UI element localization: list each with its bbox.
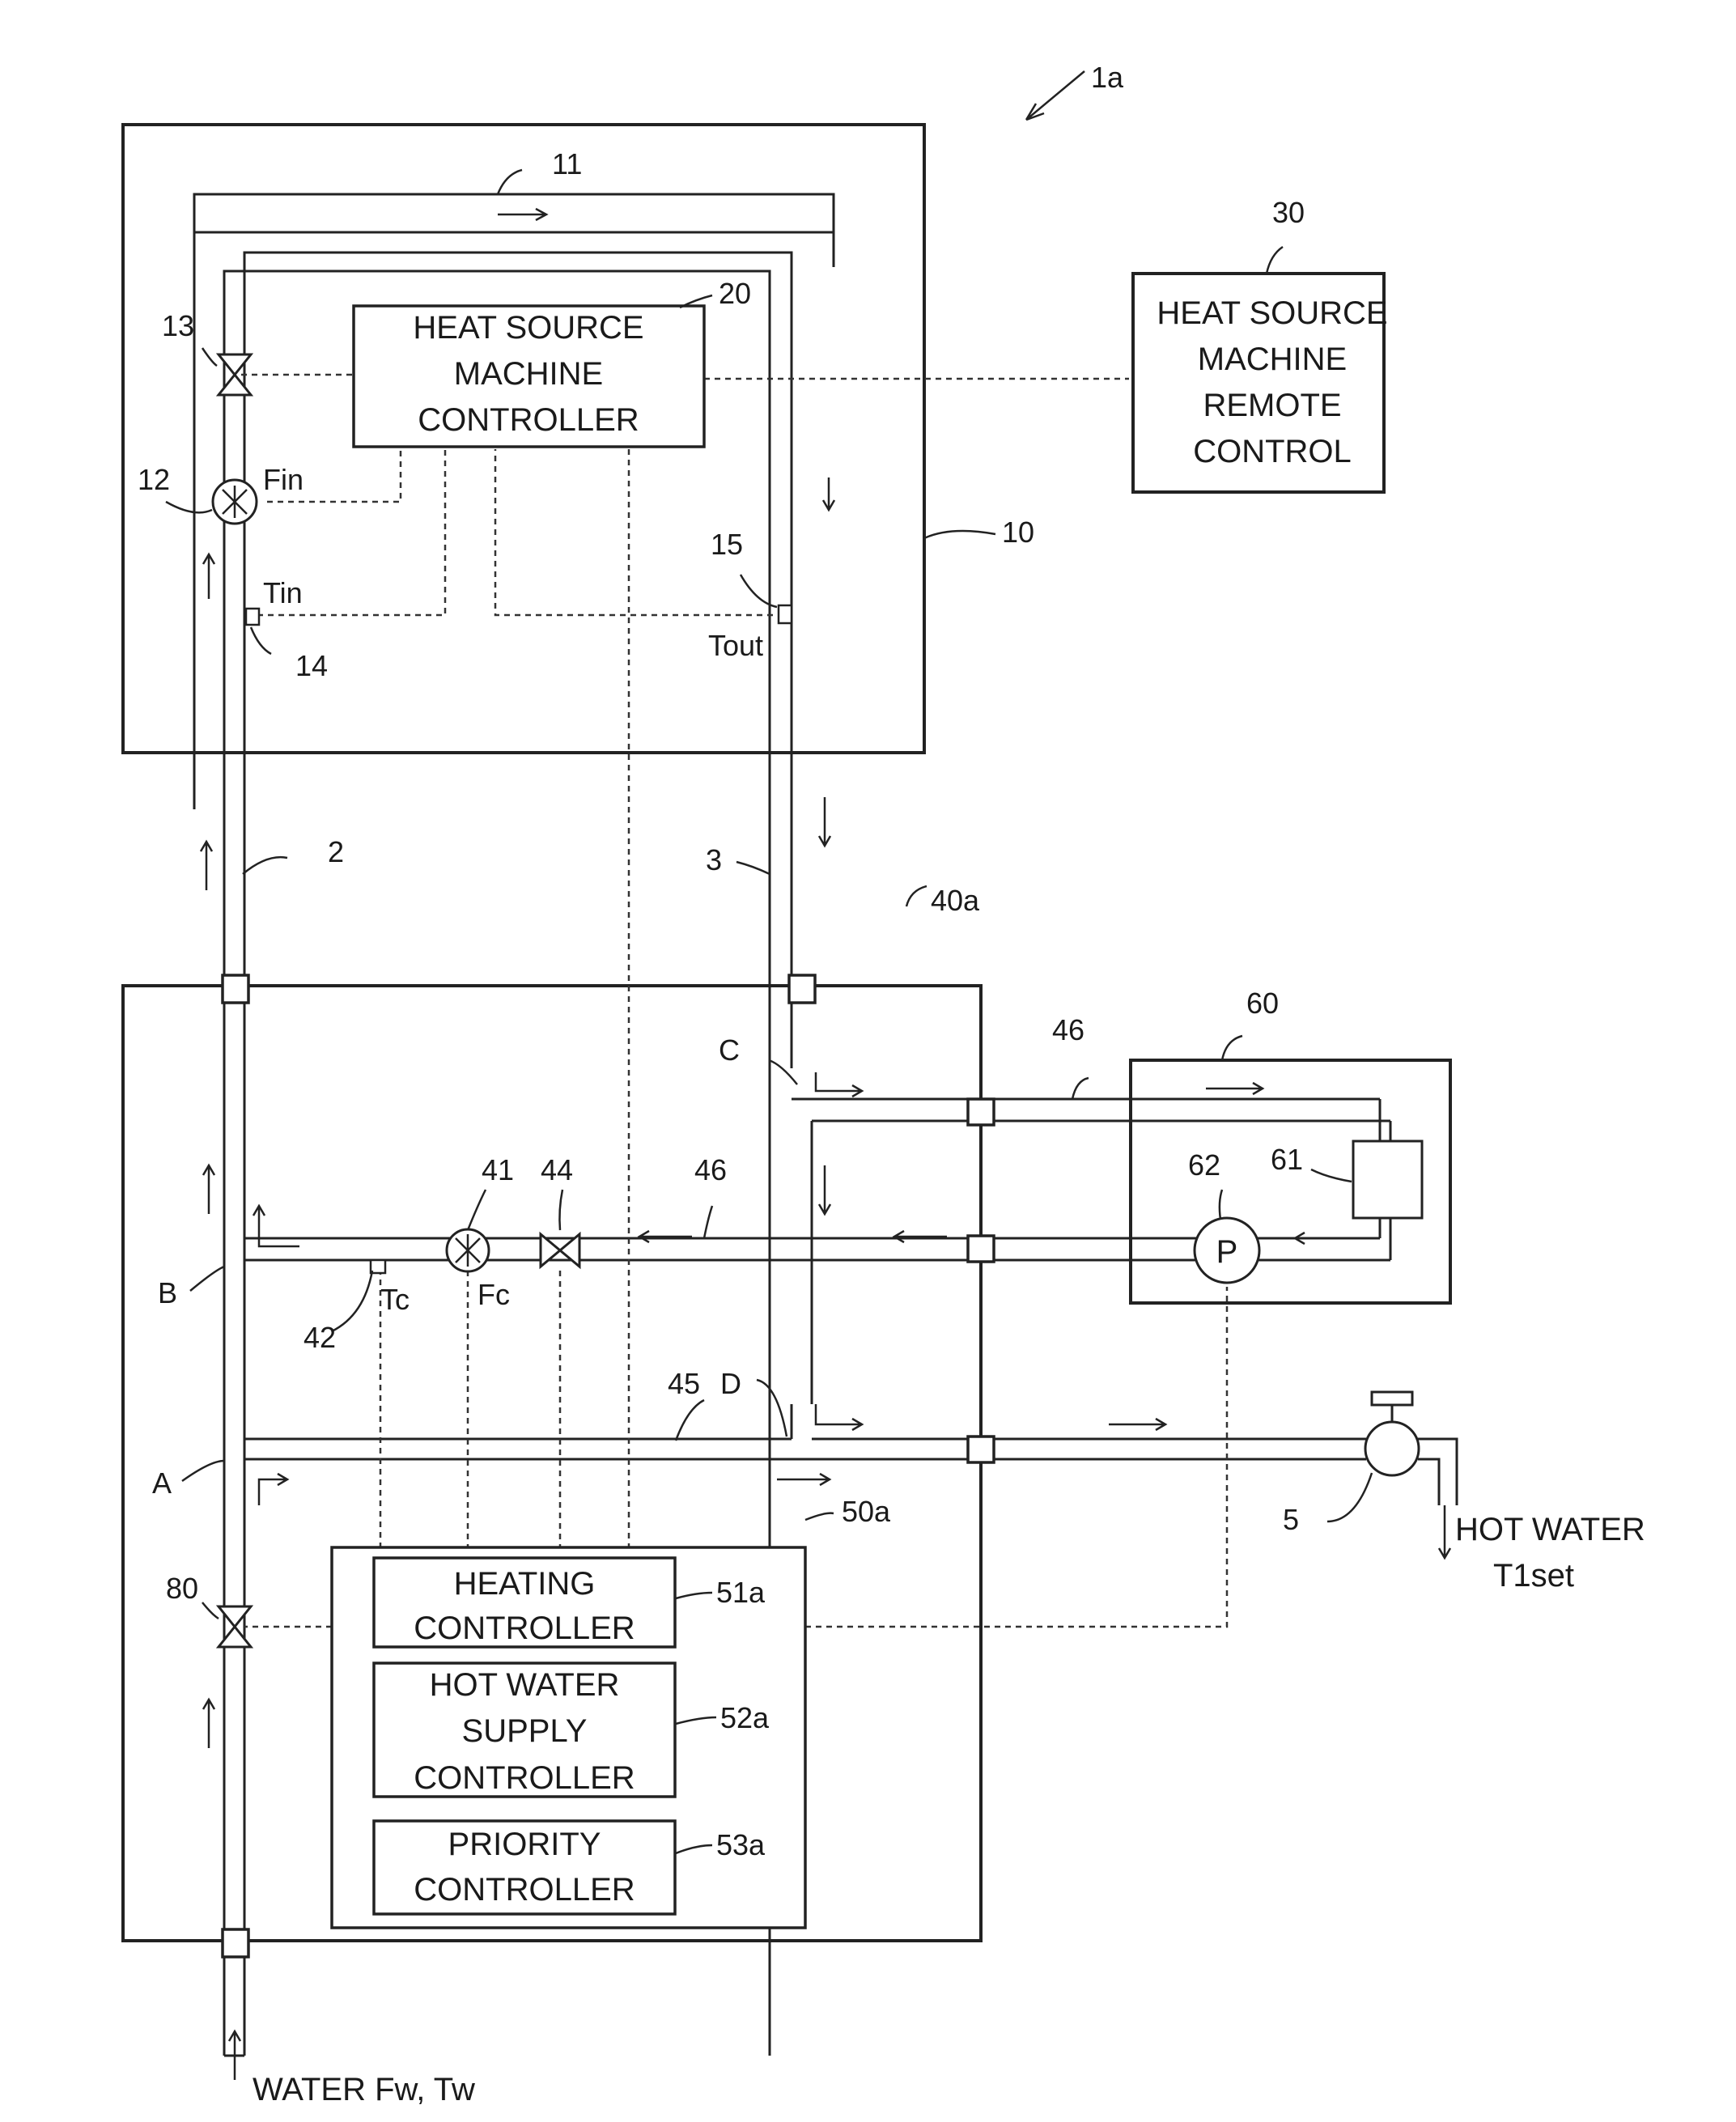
tc-label: Tc bbox=[380, 1283, 410, 1316]
ref-1a: 1a bbox=[1091, 61, 1124, 94]
heat-source-controller-label-2: MACHINE bbox=[454, 356, 603, 392]
ref-12: 12 bbox=[138, 463, 170, 496]
temp-sensor-14-icon bbox=[246, 609, 259, 625]
ref-14: 14 bbox=[295, 649, 328, 682]
ref-46-mid: 46 bbox=[694, 1153, 727, 1186]
tin-label: Tin bbox=[263, 576, 303, 609]
priority-controller-label-2: CONTROLLER bbox=[414, 1872, 635, 1908]
faucet-icon bbox=[1365, 1392, 1419, 1475]
ref-80: 80 bbox=[166, 1572, 198, 1605]
pump-62-icon: P bbox=[1195, 1218, 1259, 1283]
ref-46-top: 46 bbox=[1052, 1013, 1084, 1046]
ref-2: 2 bbox=[328, 835, 344, 868]
heating-controller-label-1: HEATING bbox=[454, 1566, 596, 1602]
ref-40a: 40a bbox=[931, 884, 980, 917]
heating-controller-label-2: CONTROLLER bbox=[414, 1611, 635, 1646]
ref-51a: 51a bbox=[716, 1576, 766, 1609]
heat-source-controller-label-1: HEAT SOURCE bbox=[413, 310, 643, 346]
ref-30: 30 bbox=[1272, 196, 1305, 229]
ref-62: 62 bbox=[1188, 1148, 1220, 1182]
ref-15: 15 bbox=[711, 528, 743, 561]
temp-sensor-15-icon bbox=[779, 605, 792, 623]
heat-source-controller-label-3: CONTROLLER bbox=[418, 402, 639, 438]
junction-c: C bbox=[719, 1033, 740, 1067]
remote-control-label-3: REMOTE bbox=[1203, 388, 1341, 423]
junction-b: B bbox=[158, 1276, 177, 1309]
ref-11: 11 bbox=[552, 147, 582, 180]
ref-50a: 50a bbox=[842, 1495, 891, 1528]
hot-water-supply-controller-label-3: CONTROLLER bbox=[414, 1760, 635, 1796]
ref-41: 41 bbox=[482, 1153, 514, 1186]
ref-44: 44 bbox=[541, 1153, 573, 1186]
hot-water-temp-label: T1set bbox=[1493, 1558, 1574, 1594]
ref-61: 61 bbox=[1271, 1143, 1303, 1176]
heater-61-icon bbox=[1353, 1141, 1422, 1218]
ref-53a: 53a bbox=[716, 1828, 766, 1861]
priority-controller-label-1: PRIORITY bbox=[448, 1827, 601, 1862]
fc-label: Fc bbox=[478, 1278, 510, 1311]
tout-label: Tout bbox=[708, 629, 763, 662]
ref-52a: 52a bbox=[720, 1701, 770, 1734]
water-inlet-label: WATER Fw, Tw bbox=[253, 2072, 475, 2107]
flow-sensor-12-icon bbox=[213, 480, 257, 524]
ref-42: 42 bbox=[303, 1321, 336, 1354]
hot-water-supply-controller-label-1: HOT WATER bbox=[430, 1667, 620, 1703]
ref-3: 3 bbox=[706, 843, 722, 876]
junction-a: A bbox=[152, 1466, 172, 1500]
ref-5: 5 bbox=[1283, 1503, 1299, 1536]
ref-13: 13 bbox=[162, 309, 194, 342]
hot-water-out-label: HOT WATER bbox=[1455, 1512, 1645, 1547]
flow-sensor-41-icon bbox=[447, 1229, 489, 1271]
remote-control-label-4: CONTROL bbox=[1193, 434, 1352, 469]
remote-control-label-1: HEAT SOURCE bbox=[1157, 295, 1387, 331]
remote-control-label-2: MACHINE bbox=[1198, 342, 1347, 377]
junction-d: D bbox=[720, 1367, 741, 1400]
pump-label: P bbox=[1216, 1234, 1238, 1270]
ref-20: 20 bbox=[719, 277, 751, 310]
ref-10: 10 bbox=[1002, 516, 1034, 549]
ref-60: 60 bbox=[1246, 987, 1279, 1020]
hot-water-supply-controller-label-2: SUPPLY bbox=[462, 1713, 588, 1749]
ref-45: 45 bbox=[668, 1367, 700, 1400]
fin-label: Fin bbox=[263, 463, 303, 496]
